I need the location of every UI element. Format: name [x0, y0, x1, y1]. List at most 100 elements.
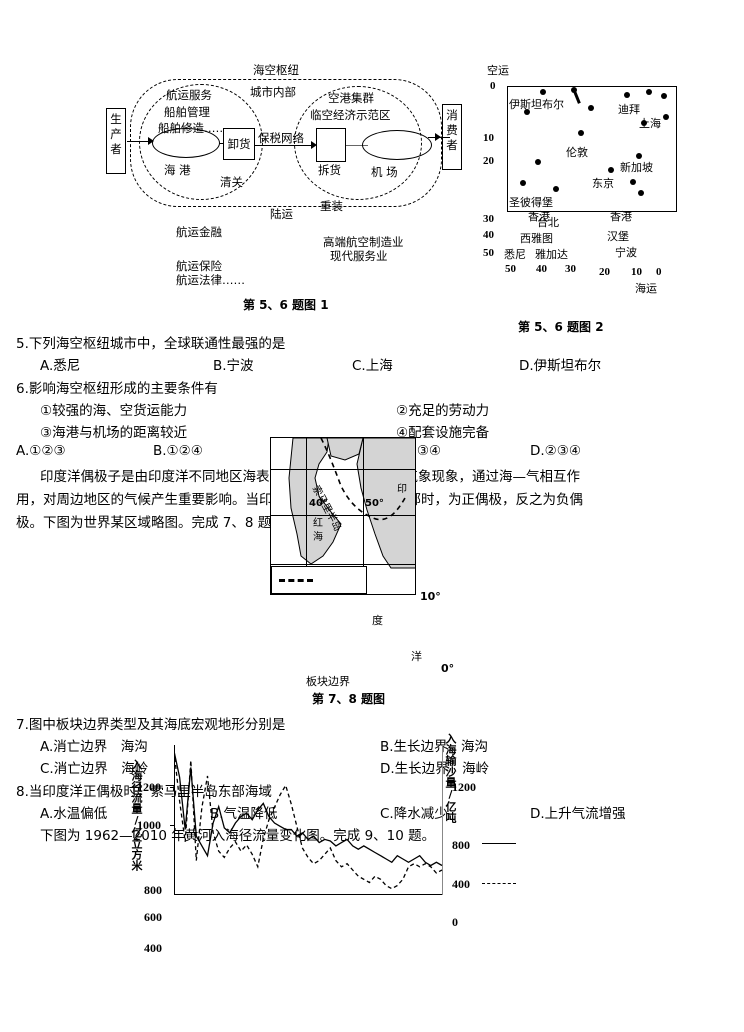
- fig2-x-axis-label: 海运: [635, 282, 657, 295]
- fig1-title: 海空枢纽: [253, 63, 299, 77]
- fig2-label-seattle: 西雅图: [520, 232, 553, 245]
- fig4-right-tick-400: 400: [452, 877, 470, 891]
- question-7-stem: 7.图中板块边界类型及其海底宏观地形分别是: [16, 713, 285, 733]
- figure-connectivity-scatter: 伊斯坦布尔 迪拜 上海 伦敦 新加坡 东京 圣彼得堡 0 10 20 30 40…: [483, 80, 687, 295]
- fig3-label-india-char: 印: [397, 484, 407, 495]
- question-6-stem: 6.影响海空枢纽形成的主要条件有: [16, 377, 218, 397]
- fig4-legend-solid-sample: [482, 843, 516, 844]
- question-7-option-d[interactable]: D.生长边界 海岭: [380, 761, 490, 777]
- fig2-xtick-10: 10: [631, 266, 642, 278]
- fig1-unload-box: 卸货: [223, 128, 255, 160]
- fig1-consumer-char-2: 费: [446, 123, 458, 137]
- fig1-shipping-service-label: 航运服务: [166, 88, 212, 102]
- fig4-left-tick-600: 600: [144, 910, 162, 924]
- fig2-point-singapore: [636, 153, 642, 159]
- fig2-point-unlabeled-6: [641, 120, 647, 126]
- fig2-point-unlabeled-2: [646, 89, 652, 95]
- question-5-number: 5.: [16, 336, 29, 352]
- fig2-point-istanbul: [540, 89, 546, 95]
- fig1-port-zone-ellipse: [139, 84, 263, 200]
- fig1-airport-cluster-label: 空港集群: [328, 91, 374, 105]
- fig2-ytick-0: 0: [490, 80, 496, 92]
- fig1-bonded-network-line: [255, 145, 315, 146]
- fig1-arrow-producer-head: [148, 137, 154, 145]
- fig3-label-lat-10: 10°: [420, 590, 441, 603]
- fig1-bonded-network-arrow: [311, 141, 317, 149]
- fig4-series-svg: [174, 750, 443, 890]
- fig2-label-dubai: 迪拜: [618, 103, 640, 116]
- fig3-label-lon-50: 50°: [365, 498, 384, 509]
- question-8-option-d[interactable]: D.上升气流增强: [530, 806, 626, 822]
- question-6-option-d[interactable]: D.②③④: [530, 443, 581, 459]
- fig1-arrow-consumer-head: [435, 133, 441, 141]
- question-8-option-a[interactable]: A.水温偏低: [40, 806, 108, 822]
- question-8-stem: 8.当印度洋正偶极时，索马里半岛东部海域: [16, 780, 272, 800]
- fig3-meridian-40: [306, 438, 307, 594]
- fig2-label-istanbul: 伊斯坦布尔: [509, 98, 564, 111]
- fig2-label-tokyo: 东京: [592, 177, 614, 190]
- fig2-point-unlabeled-5: [663, 114, 669, 120]
- fig1-airport-label: 机 场: [371, 165, 398, 179]
- fig2-point-unlabeled-3: [524, 109, 530, 115]
- fig1-modern-service-label: 现代服务业: [330, 249, 388, 263]
- fig1-airport-econ-zone-label: 临空经济示范区: [310, 108, 391, 122]
- fig1-ship-management-label: 船舶管理: [164, 105, 210, 119]
- fig1-repack-label: 重装: [320, 199, 343, 213]
- fig3-legend-dash-sample: [279, 579, 313, 582]
- fig2-label-singapore: 新加坡: [620, 161, 653, 174]
- question-6-option-b[interactable]: B.①②④: [153, 443, 203, 459]
- figure-sea-air-hub-diagram: 海空枢纽 城市内部 生 产 者 消 费 者 海 港 航运服务 船舶管理 船舶修造…: [98, 62, 468, 312]
- fig1-consumer-char-3: 者: [446, 138, 458, 152]
- fig2-label-shanghai: 上海: [639, 117, 661, 130]
- question-8-option-b[interactable]: B.气温降低: [210, 806, 278, 822]
- fig1-unload-label: 卸货: [227, 137, 251, 151]
- fig2-xtick-0: 0: [656, 266, 662, 278]
- figure2-caption: 第 5、6 题图 2: [518, 320, 604, 334]
- fig2-xtick-20: 20: [599, 266, 610, 278]
- question-7-option-c[interactable]: C.消亡边界 海岭: [40, 761, 149, 777]
- fig1-seaport-label: 海 港: [164, 163, 191, 177]
- fig1-ship-building-label: 船舶修造……: [158, 121, 227, 135]
- question-6-option-a[interactable]: A.①②③: [16, 443, 66, 459]
- fig1-land-transport-label: 陆运: [270, 207, 293, 221]
- question-5-option-b[interactable]: B.宁波: [213, 358, 254, 374]
- question-5-option-d[interactable]: D.伊斯坦布尔: [519, 358, 602, 374]
- fig2-point-taipei: [535, 159, 541, 165]
- fig2-xtick-30: 30: [565, 263, 576, 275]
- fig3-label-ocean-yang: 洋: [411, 650, 422, 663]
- question-5-option-c[interactable]: C.上海: [352, 358, 393, 374]
- fig4-right-tick-800: 800: [452, 838, 470, 852]
- figure-yellow-river-runoff-chart: 1200 1000 800 600 400 1200 800 400 0 入海径…: [130, 733, 516, 985]
- fig3-legend-label-plate-boundary: 板块边界: [306, 675, 350, 688]
- question-8-option-c[interactable]: C.降水减少: [380, 806, 448, 822]
- fig1-breakbulk-label: 拆货: [318, 163, 341, 177]
- fig1-city-internal-label: 城市内部: [250, 85, 296, 99]
- fig2-label-sydney: 悉尼: [504, 248, 526, 261]
- fig2-point-london: [578, 130, 584, 136]
- fig2-label-hongkong: 香港: [528, 210, 550, 223]
- figure-indian-ocean-map: 40° 50° 红 海 索马里半岛 印: [270, 437, 416, 595]
- fig2-label-taipei: 台北: [537, 216, 559, 229]
- fig3-label-red-sea-1: 红: [313, 518, 323, 529]
- question-8-stem-text: 当印度洋正偶极时，索马里半岛东部海域: [28, 784, 272, 800]
- figure3-caption: 第 7、8 题图: [312, 692, 386, 706]
- fig3-parallel-10: [271, 515, 415, 516]
- question-5-option-a[interactable]: A.悉尼: [40, 358, 81, 374]
- fig3-label-ocean-du: 度: [372, 614, 383, 627]
- fig4-right-tick-1200: 1200: [452, 780, 476, 794]
- fig4-right-axis: [442, 745, 443, 895]
- fig2-point-seattle: [520, 180, 526, 186]
- fig3-parallel-upper: [271, 469, 415, 470]
- question-7-option-a[interactable]: A.消亡边界 海沟: [40, 739, 148, 755]
- question-6-sub-option-3: ③海港与机场的距离较近: [40, 425, 188, 441]
- fig1-airport-ellipse: [362, 130, 432, 160]
- fig4-series-runoff: [174, 750, 443, 867]
- fig4-left-tick-1000-mark: [170, 825, 175, 826]
- fig2-point-unlabeled-4: [588, 105, 594, 111]
- fig4-legend-dash-sample: [482, 883, 516, 884]
- fig2-ytick-50: 50: [483, 247, 494, 259]
- fig3-label-lat-0: 0°: [441, 662, 455, 675]
- question-7-number: 7.: [16, 717, 29, 733]
- question-7-option-b[interactable]: B.生长边界 海沟: [380, 739, 489, 755]
- fig2-label-hongkong-alt: 香港: [610, 210, 632, 223]
